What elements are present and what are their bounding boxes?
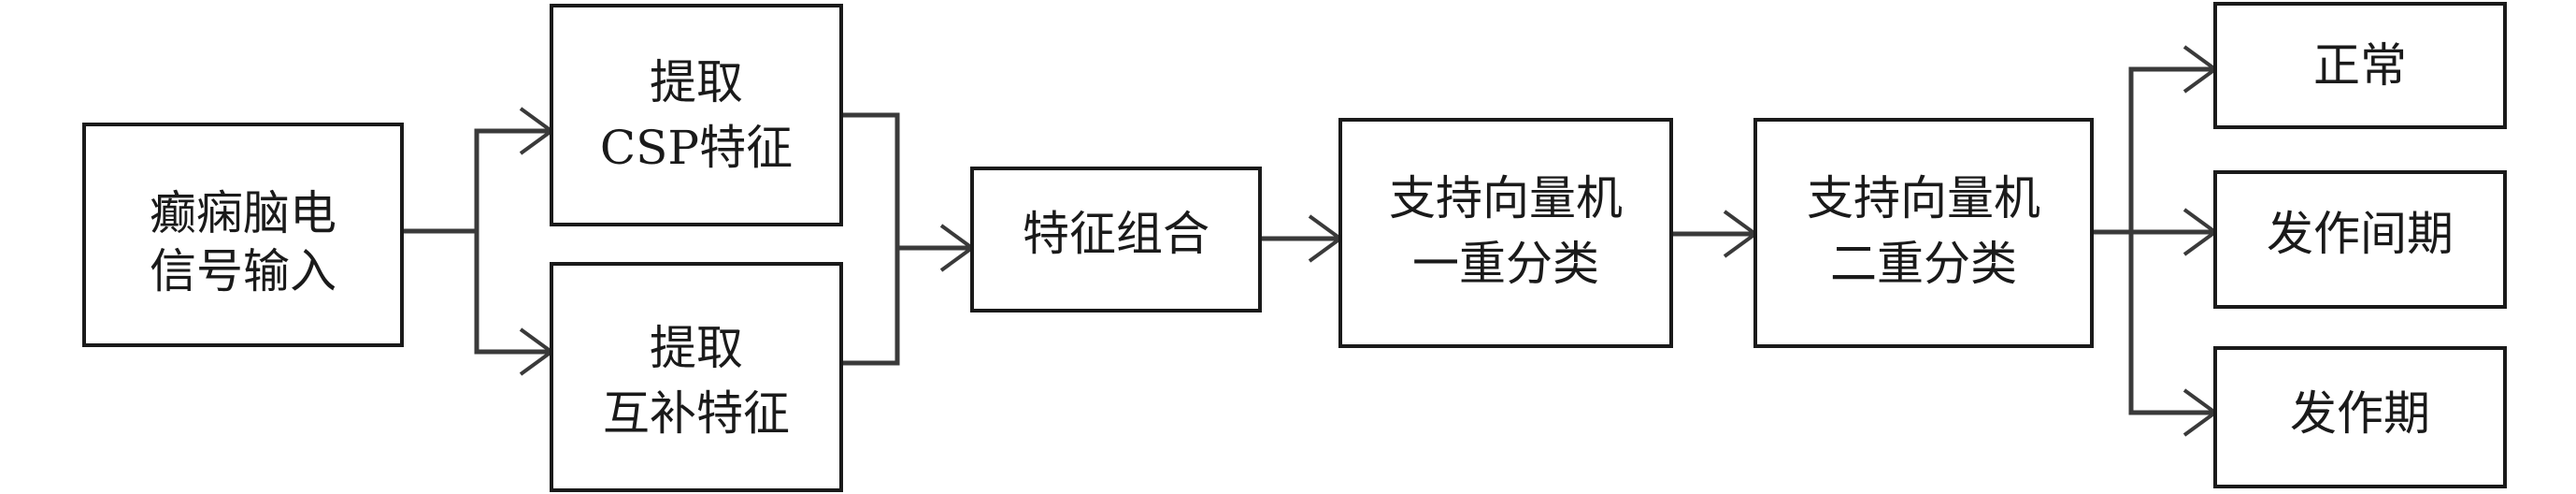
node-svm-first-stage: 支持向量机 一重分类 — [1338, 118, 1673, 348]
node-result-ictal-label: 发作期 — [2290, 386, 2430, 441]
node-extract-csp: 提取 CSP特征 — [550, 4, 843, 226]
node-result-interictal-label: 发作间期 — [2267, 207, 2454, 261]
edge-svm2-to-normal — [2092, 66, 2215, 235]
node-input: 癫痫脑电 信号输入 — [82, 123, 404, 347]
node-svm-first-stage-line-2: 一重分类 — [1412, 237, 1599, 291]
node-svm-first-stage-line-1: 支持向量机 — [1389, 171, 1623, 225]
node-extract-complementary-line-2: 互补特征 — [603, 386, 790, 441]
node-extract-csp-line-2: CSP特征 — [600, 121, 793, 175]
node-result-normal-label: 正常 — [2313, 38, 2407, 93]
node-result-normal: 正常 — [2213, 2, 2507, 129]
node-svm-second-stage: 支持向量机 二重分类 — [1753, 118, 2094, 348]
node-extract-csp-line-1: 提取 — [650, 55, 743, 109]
edge-csp-to-combine — [841, 112, 900, 248]
node-result-ictal: 发作期 — [2213, 346, 2507, 488]
node-input-line-2: 信号输入 — [150, 244, 336, 298]
node-extract-complementary: 提取 互补特征 — [550, 262, 843, 492]
node-input-line-1: 癫痫脑电 — [150, 186, 336, 240]
edge-input-to-comp — [474, 231, 551, 355]
node-feature-combination-label: 特征组合 — [1023, 207, 1209, 261]
node-result-interictal: 发作间期 — [2213, 170, 2507, 309]
edge-input-to-csp — [402, 128, 551, 234]
edge-comp-to-combine — [841, 245, 972, 366]
node-svm-second-stage-line-1: 支持向量机 — [1807, 171, 2040, 225]
edge-svm2-to-ictal — [2128, 232, 2215, 415]
node-feature-combination: 特征组合 — [970, 167, 1262, 312]
connectors — [402, 66, 2215, 415]
node-svm-second-stage-line-2: 二重分类 — [1830, 237, 2017, 291]
node-extract-complementary-line-1: 提取 — [650, 321, 743, 375]
